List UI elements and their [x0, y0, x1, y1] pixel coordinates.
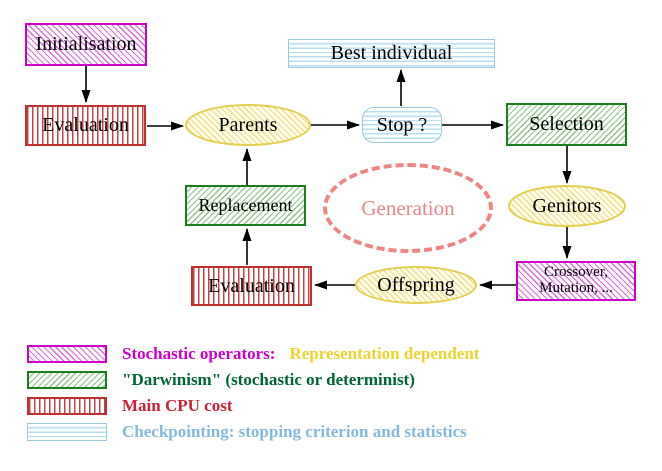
node-crossover-mutation: Crossover, Mutation, ...: [516, 261, 636, 301]
node-generation: Generation: [323, 163, 493, 253]
legend-label-checkpointing: Checkpointing: stopping criterion and st…: [122, 422, 467, 441]
legend-label-cpu-cost: Main CPU cost: [122, 396, 233, 415]
node-replacement: Replacement: [185, 185, 306, 226]
node-initialisation: Initialisation: [25, 23, 147, 66]
legend-swatch-cyan-stripes: [27, 423, 107, 441]
legend-swatch-magenta-hatch: [27, 345, 107, 363]
node-evaluation-top: Evaluation: [25, 105, 146, 146]
node-offspring: Offspring: [355, 266, 477, 304]
crossover-label-line2: Mutation, ...: [539, 280, 613, 296]
legend-swatch-red-stripes: [27, 397, 107, 415]
crossover-label-line1: Crossover,: [544, 264, 608, 281]
legend-label-darwinism: "Darwinism" (stochastic or determinist): [122, 370, 415, 389]
node-stop: Stop ?: [362, 107, 442, 143]
node-genitors: Genitors: [508, 185, 626, 227]
node-parents: Parents: [185, 104, 311, 146]
legend-label-stochastic-part1: Stochastic operators:: [122, 344, 276, 363]
legend-row-cpu-cost: Main CPU cost: [27, 396, 233, 415]
legend-label-stochastic-part2: Representation dependent: [289, 344, 480, 363]
legend-swatch-green-hatch: [27, 371, 107, 389]
node-best-individual: Best individual: [288, 39, 495, 68]
legend-row-stochastic: Stochastic operators: Representation depe…: [27, 344, 479, 364]
legend-label-stochastic: Stochastic operators: Representation depe…: [122, 344, 479, 364]
legend-row-checkpointing: Checkpointing: stopping criterion and st…: [27, 422, 467, 441]
legend-row-darwinism: "Darwinism" (stochastic or determinist): [27, 370, 415, 389]
node-selection: Selection: [506, 103, 627, 146]
node-evaluation-bottom: Evaluation: [191, 266, 312, 306]
